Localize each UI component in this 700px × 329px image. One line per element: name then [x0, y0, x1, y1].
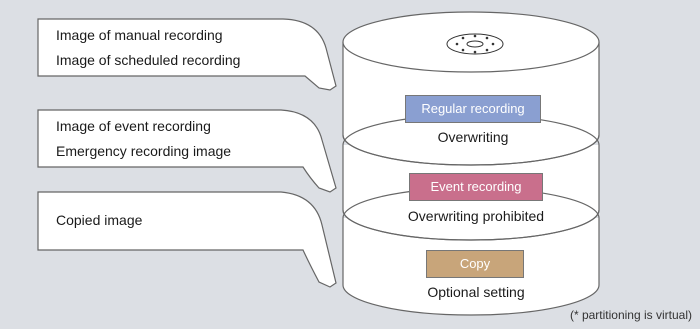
callout-2-line-1: Image of event recording — [56, 118, 211, 134]
disk-spindle-icon — [446, 33, 504, 55]
callout-3-line-1: Copied image — [56, 212, 143, 228]
joint-arc-3 — [342, 209, 600, 241]
segment-sub-event: Overwriting prohibited — [407, 208, 545, 224]
callout-box-1 — [37, 18, 337, 91]
segment-label-event: Event recording — [409, 173, 543, 201]
callout-box-3 — [37, 191, 337, 288]
callout-box-2 — [37, 109, 337, 193]
segment-sub-regular: Overwriting — [437, 129, 509, 145]
callout-1-line-2: Image of scheduled recording — [56, 52, 241, 68]
callout-2-line-2: Emergency recording image — [56, 143, 232, 159]
segment-label-regular: Regular recording — [405, 95, 541, 123]
segment-label-copy: Copy — [426, 250, 524, 278]
joint-arc-1 — [342, 134, 600, 166]
callout-text-3: Copied image — [56, 208, 142, 233]
callout-text-2: Image of event recording Emergency recor… — [56, 114, 231, 164]
callout-1-line-1: Image of manual recording — [56, 27, 223, 43]
segment-sub-copy: Optional setting — [427, 284, 525, 300]
footnote: (* partitioning is virtual) — [569, 308, 692, 322]
callout-text-1: Image of manual recording Image of sched… — [56, 23, 240, 73]
